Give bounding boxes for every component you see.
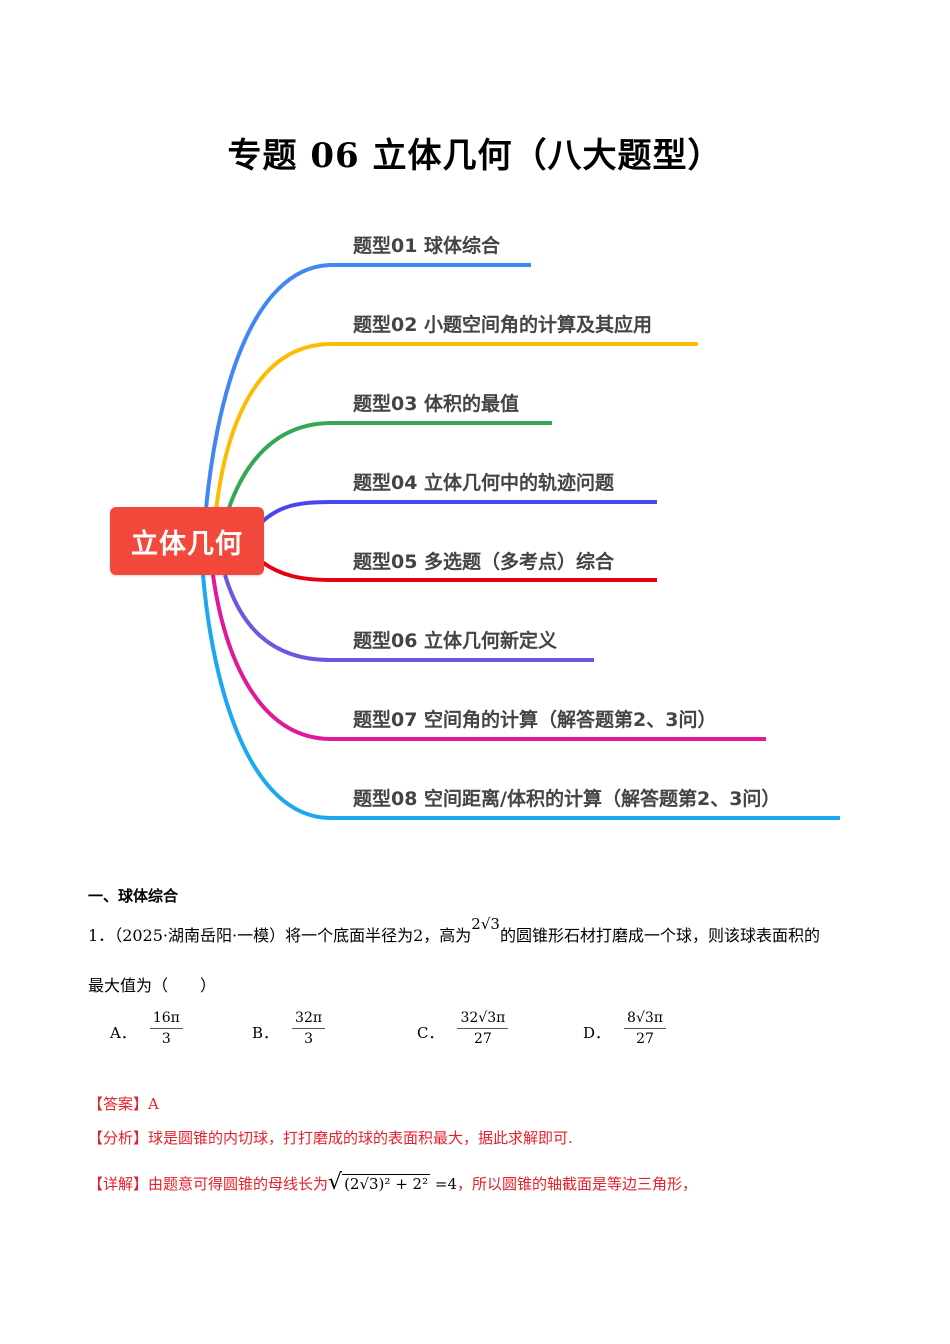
option-a: A． 16π 3 xyxy=(110,1010,183,1047)
answer-line: 【答案】A xyxy=(88,1093,159,1114)
detail-expression: √(2√3)² + 2² =4 xyxy=(328,1170,457,1195)
option-b-denominator: 3 xyxy=(304,1031,313,1047)
option-b-numerator: 32π xyxy=(292,1010,326,1029)
branch-line-06 xyxy=(223,574,594,662)
analysis-tag: 【分析】 xyxy=(88,1129,149,1147)
detail-tag: 【详解】 xyxy=(88,1175,149,1193)
option-d-letter: D． xyxy=(583,1024,611,1042)
detail-radicand: (2√3)² + 2² xyxy=(342,1174,431,1193)
question-text-before: 将一个底面半径为2，高为 xyxy=(285,926,472,945)
option-c-denominator: 27 xyxy=(473,1031,492,1047)
option-d-fraction: 8√3π 27 xyxy=(624,1010,666,1047)
option-c-letter: C． xyxy=(417,1024,444,1042)
branch-label-05: 题型05 多选题（多考点）综合 xyxy=(353,551,615,573)
option-d-numerator: 8√3π xyxy=(624,1010,666,1029)
mind-map-center-node: 立体几何 xyxy=(110,507,264,575)
branch-line-08 xyxy=(201,574,840,820)
option-a-letter: A． xyxy=(110,1024,136,1042)
option-d-denominator: 27 xyxy=(636,1031,654,1047)
height-expression: 2√3 xyxy=(471,915,500,933)
branch-label-08: 题型08 空间距离/体积的计算（解答题第2、3问） xyxy=(353,788,781,810)
mind-map xyxy=(0,200,950,840)
branch-line-05 xyxy=(260,560,657,582)
branch-label-01: 题型01 球体综合 xyxy=(353,235,501,257)
option-a-numerator: 16π xyxy=(149,1010,183,1029)
branch-line-04 xyxy=(260,500,657,524)
option-c-fraction: 32√3π 27 xyxy=(457,1010,509,1047)
branch-label-03: 题型03 体积的最值 xyxy=(353,393,520,415)
option-c: C． 32√3π 27 xyxy=(417,1010,509,1047)
option-b-letter: B． xyxy=(252,1024,279,1042)
analysis-text: 球是圆锥的内切球，打打磨成的球的表面积最大，据此求解即可. xyxy=(148,1129,573,1147)
branch-line-03 xyxy=(223,421,552,521)
branch-line-07 xyxy=(211,574,766,741)
question-line-1: 1．（2025·湖南岳阳·一模）将一个底面半径为2，高为2√3的圆锥形石材打磨成… xyxy=(88,915,820,946)
branch-line-01 xyxy=(203,263,531,521)
branch-label-07: 题型07 空间角的计算（解答题第2、3问） xyxy=(353,709,717,731)
option-a-fraction: 16π 3 xyxy=(149,1010,183,1047)
question-line-2: 最大值为（ ） xyxy=(88,976,217,995)
section-heading: 一、球体综合 xyxy=(88,887,179,905)
detail-text-before: 由题意可得圆锥的母线长为 xyxy=(148,1175,329,1193)
detail-line: 【详解】由题意可得圆锥的母线长为√(2√3)² + 2² =4，所以圆锥的轴截面… xyxy=(88,1170,697,1195)
question-number: 1． xyxy=(88,926,115,945)
branch-label-04: 题型04 立体几何中的轨迹问题 xyxy=(353,472,615,494)
option-d: D． 8√3π 27 xyxy=(583,1010,666,1047)
option-b-fraction: 32π 3 xyxy=(292,1010,326,1047)
answer-value: A xyxy=(148,1095,159,1113)
sqrt-icon: √ xyxy=(328,1170,343,1195)
detail-equals: =4 xyxy=(434,1175,457,1193)
detail-text-after: ，所以圆锥的轴截面是等边三角形， xyxy=(457,1175,698,1193)
mind-map-branches xyxy=(201,263,840,820)
answer-tag: 【答案】 xyxy=(88,1095,149,1113)
option-b: B． 32π 3 xyxy=(252,1010,326,1047)
analysis-line: 【分析】球是圆锥的内切球，打打磨成的球的表面积最大，据此求解即可. xyxy=(88,1127,573,1148)
branch-line-02 xyxy=(213,342,698,521)
page-title: 专题 06 立体几何（八大题型） xyxy=(227,136,723,176)
branch-label-02: 题型02 小题空间角的计算及其应用 xyxy=(353,314,653,336)
question-source: （2025·湖南岳阳·一模） xyxy=(114,926,286,945)
branch-label-06: 题型06 立体几何新定义 xyxy=(353,630,558,652)
option-c-numerator: 32√3π xyxy=(457,1010,509,1029)
question-text-after: 的圆锥形石材打磨成一个球，则该球表面积的 xyxy=(499,926,820,945)
option-a-denominator: 3 xyxy=(161,1031,171,1047)
